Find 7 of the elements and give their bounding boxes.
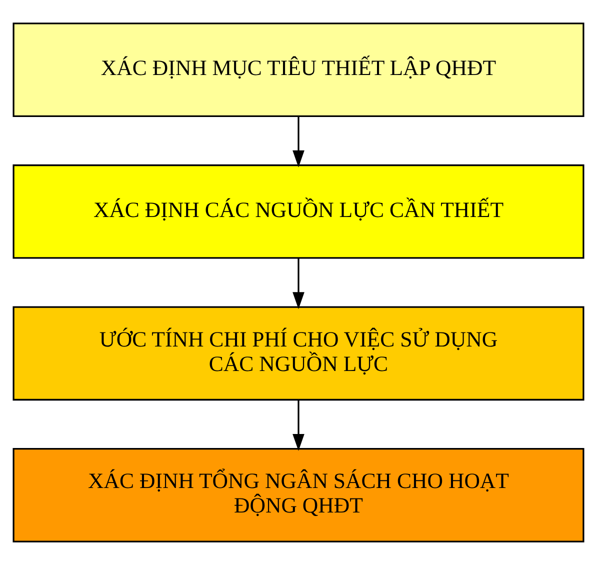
node-box: XÁC ĐỊNH CÁC NGUỒN LỰC CẦN THIẾT bbox=[12, 164, 584, 259]
node-box: XÁC ĐỊNH TỔNG NGÂN SÁCH CHO HOẠT ĐỘNG QHĐT bbox=[12, 448, 584, 542]
arrow bbox=[292, 258, 304, 310]
arrow bbox=[292, 116, 304, 168]
node-box: ƯỚC TÍNH CHI PHÍ CHO VIỆC SỬ DỤNG CÁC NGUỒN LỰC bbox=[12, 306, 584, 401]
arrow bbox=[292, 400, 304, 451]
node-box: XÁC ĐỊNH MỤC TIÊU THIẾT LẬP QHĐT bbox=[12, 22, 584, 117]
